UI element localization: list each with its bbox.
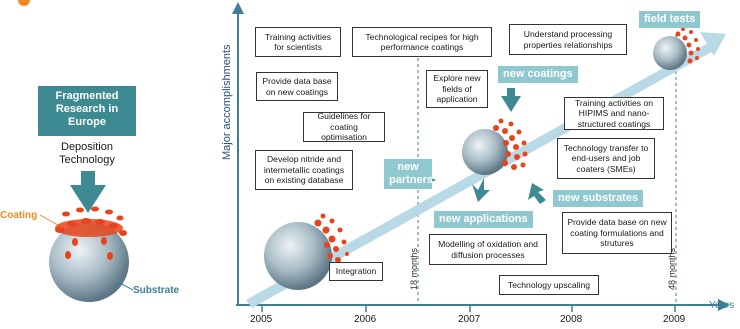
tick-2006: 2006 xyxy=(354,314,377,325)
left-coating-dots xyxy=(55,206,127,260)
box-tech-recipes: Technological recipes for high performan… xyxy=(352,27,492,57)
milestone-48-label: 48 months xyxy=(667,247,677,290)
milestone-18-label: 18 months xyxy=(409,247,419,290)
box-training-scientists: Training activities for scientists xyxy=(255,27,341,57)
box-new-formulations: Provide data base on new coating formula… xyxy=(562,212,672,254)
orange-mark xyxy=(18,0,30,6)
down-arrow-icon xyxy=(70,171,106,213)
fragmented-research-box: Fragmented Research in Europe xyxy=(38,86,136,136)
deposition-technology-label: Deposition Technology xyxy=(59,141,115,166)
box-modelling: Modelling of oxidation and diffusion pro… xyxy=(429,234,547,265)
box-processing-properties: Understand processing properties relatio… xyxy=(509,24,627,55)
box-guidelines: Guidelines for coating optimisation xyxy=(303,111,385,142)
box-upscaling: Technology upscaling xyxy=(499,275,599,295)
box-nitride: Develop nitride and intermetallic coatin… xyxy=(255,150,353,190)
substrate-label: Substrate xyxy=(133,285,180,296)
tick-2005: 2005 xyxy=(250,314,273,325)
label-new-partners: new partners xyxy=(384,159,433,189)
label-field-tests: field tests xyxy=(639,11,701,28)
box-hipims: Training activities on HIPIMS and nano-s… xyxy=(564,97,664,130)
box-explore: Explore new fields of application xyxy=(426,70,488,108)
label-new-coatings: new coatings xyxy=(498,66,578,83)
tick-2008: 2008 xyxy=(560,314,583,325)
box-transfer: Technology transfer to end-users and job… xyxy=(557,138,655,179)
box-database-new: Provide data base on new coatings xyxy=(256,72,338,101)
coating-label: Coating xyxy=(0,210,38,221)
tick-2007: 2007 xyxy=(458,314,481,325)
label-new-applications: new applications xyxy=(434,211,533,228)
y-axis-label: Major accomplishments xyxy=(221,44,233,160)
label-new-substrates: new substrates xyxy=(553,190,644,207)
x-axis-label: Years xyxy=(709,300,735,311)
box-integration: Integration xyxy=(329,262,383,281)
tick-2009: 2009 xyxy=(663,314,686,325)
